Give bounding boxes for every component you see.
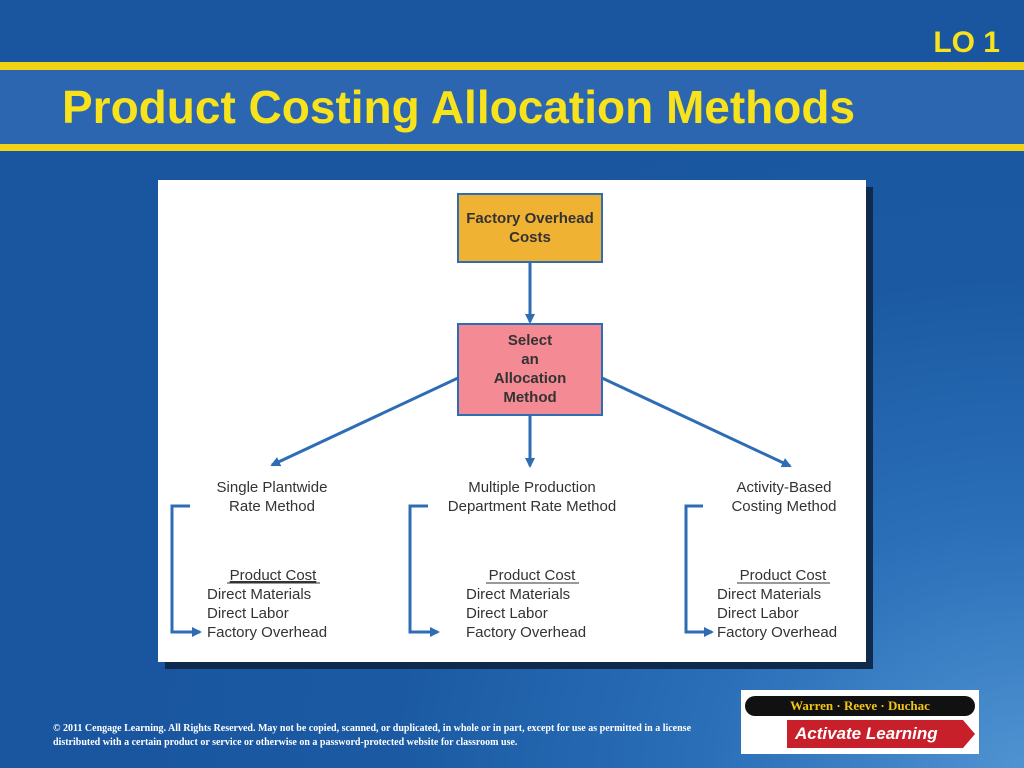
method-1-item-3: Factory Overhead xyxy=(207,624,327,641)
middle-box-line-1: Select xyxy=(508,332,552,349)
middle-box-line-3: Allocation xyxy=(494,370,567,387)
arrow-to-activity-based xyxy=(601,376,792,468)
middle-box-line-2: an xyxy=(521,351,539,368)
title-band-bottom xyxy=(0,144,1024,151)
title-band-top xyxy=(0,62,1024,70)
method-2-bracket-arrow xyxy=(408,504,440,637)
method-2-item-2: Direct Labor xyxy=(466,605,548,622)
method-1-line-1: Single Plantwide xyxy=(217,479,328,496)
method-3-line-2: Costing Method xyxy=(731,498,836,515)
publisher-logo: Warren · Reeve · Duchac Activate Learnin… xyxy=(741,690,979,754)
method-3-item-3: Factory Overhead xyxy=(717,624,837,641)
select-allocation-method-box xyxy=(457,323,603,416)
method-1-item-2: Direct Labor xyxy=(207,605,289,622)
method-2-item-1: Direct Materials xyxy=(466,586,570,603)
copyright-footer: © 2011 Cengage Learning. All Rights Rese… xyxy=(53,723,692,748)
logo-authors: Warren · Reeve · Duchac xyxy=(745,696,975,716)
logo-arrow-icon xyxy=(963,720,975,748)
method-2-heading: Product Cost xyxy=(489,567,577,584)
method-1-line-2: Rate Method xyxy=(229,498,315,515)
method-1-item-1: Direct Materials xyxy=(207,586,311,603)
arrow-to-single-plantwide xyxy=(270,376,459,467)
method-3-line-1: Activity-Based xyxy=(736,479,831,496)
method-3-item-2: Direct Labor xyxy=(717,605,799,622)
method-3-bracket-arrow xyxy=(684,504,714,637)
title-bar xyxy=(0,70,1024,144)
middle-box-line-4: Method xyxy=(503,389,556,406)
method-2-line-2: Department Rate Method xyxy=(448,498,616,515)
method-3-heading: Product Cost xyxy=(740,567,828,584)
method-2-item-3: Factory Overhead xyxy=(466,624,586,641)
slide-title: Product Costing Allocation Methods xyxy=(62,81,856,133)
lo-label: LO 1 xyxy=(933,26,1000,59)
top-box-line-1: Factory Overhead xyxy=(466,210,594,227)
method-1-heading: Product Cost xyxy=(230,567,318,584)
logo-tagline: Activate Learning xyxy=(787,720,963,748)
factory-overhead-costs-box xyxy=(457,193,603,263)
method-2-line-1: Multiple Production xyxy=(468,479,596,496)
method-3-item-1: Direct Materials xyxy=(717,586,821,603)
top-box-line-2: Costs xyxy=(509,229,551,246)
method-1-bracket-arrow xyxy=(170,504,202,637)
